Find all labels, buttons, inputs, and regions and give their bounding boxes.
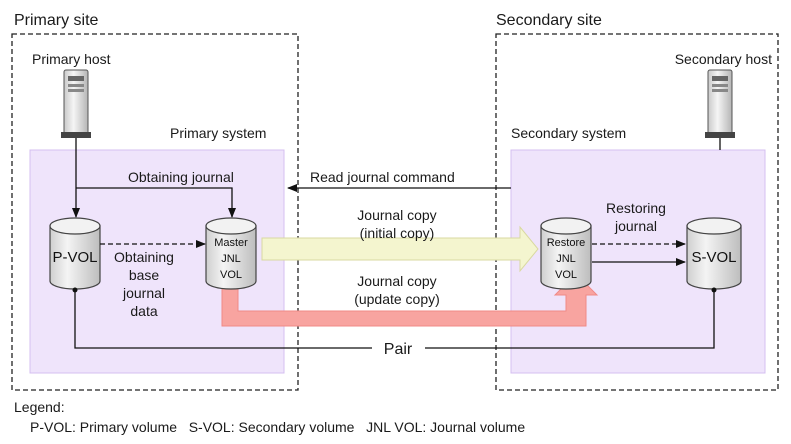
pair-dot-svol [711,287,717,293]
initial-copy-label-line2: (initial copy) [360,225,435,241]
restoring-journal-line2: journal [614,218,657,234]
master-jnl-line2: JNL [221,253,241,265]
secondary-host-server-icon [705,69,735,138]
legend-items: P-VOL: Primary volume S-VOL: Secondary v… [30,419,525,435]
update-copy-label-line1: Journal copy [357,273,436,289]
restore-jnl-vol-cylinder: Restore JNL VOL [540,217,592,290]
primary-site-boundary [11,33,299,391]
pair-dot-pvol [72,287,78,293]
restore-jnl-line2: JNL [556,253,576,265]
primary-host-server-icon [61,69,91,138]
pair-line [74,290,372,349]
initial-copy-label-line1: Journal copy [357,207,436,223]
master-jnl-line3: VOL [220,269,242,281]
svol-label: S-VOL [691,249,736,266]
pvol-label: P-VOL [52,249,97,266]
master-jnl-line1: Master [214,237,248,249]
primary-site-label: Primary site [14,12,99,29]
obtaining-journal-arrow [76,187,236,218]
update-copy-label-line2: (update copy) [354,291,440,307]
primary-host-label: Primary host [32,51,111,67]
master-jnl-vol-cylinder: Master JNL VOL [205,217,257,290]
secondary-host-label: Secondary host [675,51,772,67]
restore-jnl-line3: VOL [555,269,577,281]
read-journal-command-label: Read journal command [310,169,455,185]
secondary-site-boundary [495,33,779,391]
svol-cylinder: S-VOL [686,217,742,290]
secondary-system-label: Secondary system [511,125,626,141]
obtaining-journal-label: Obtaining journal [128,169,234,185]
obtaining-base-line2: base [129,267,160,283]
restoring-journal-line1: Restoring [606,200,666,216]
pair-line-right [425,290,715,349]
restore-jnl-line1: Restore [547,237,586,249]
secondary-site-label: Secondary site [496,12,602,29]
legend-title: Legend: [14,399,65,415]
obtaining-base-line4: data [130,303,157,319]
primary-system-label: Primary system [170,125,266,141]
initial-copy-arrow [261,225,539,273]
pair-label: Pair [384,341,413,358]
pvol-cylinder: P-VOL [49,217,101,290]
obtaining-base-line3: journal [122,285,165,301]
obtaining-base-line1: Obtaining [114,249,174,265]
